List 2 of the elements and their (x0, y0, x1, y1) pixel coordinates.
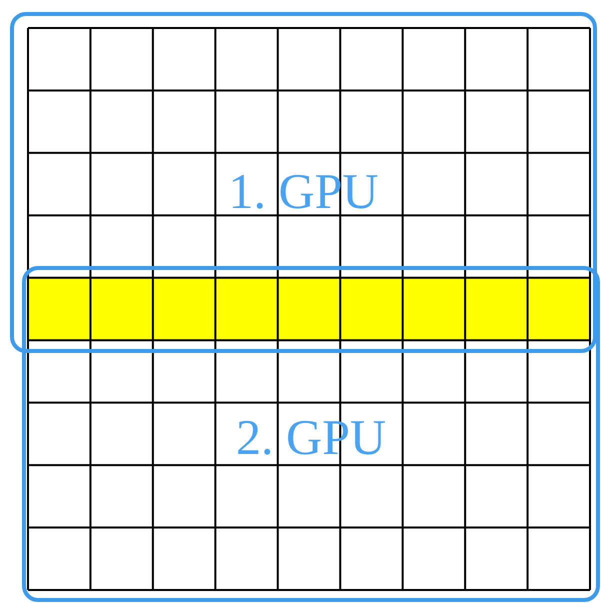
gpu-region-box (22, 266, 600, 602)
gpu-region-box (10, 12, 597, 353)
